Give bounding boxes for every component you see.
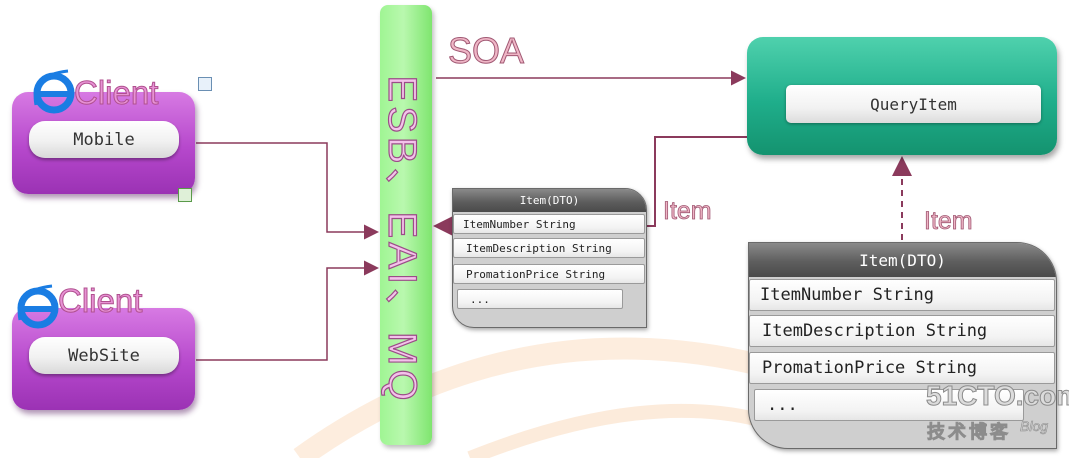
dto-large-row: ItemNumber String: [749, 279, 1055, 311]
dto-large-title: Item(DTO): [749, 243, 1056, 277]
dto-small-row: ...: [457, 289, 623, 309]
watermark-blog: Blog: [1020, 418, 1049, 435]
ie-icon: [33, 69, 75, 114]
client-label: Client: [57, 282, 143, 320]
esb-bus: [380, 5, 432, 445]
dto-large-row: PromationPrice String: [749, 352, 1055, 384]
dto-large-row: ItemDescription String: [749, 315, 1055, 347]
website-button[interactable]: WebSite: [29, 337, 179, 374]
ie-icon: [17, 284, 59, 329]
mobile-button[interactable]: Mobile: [29, 121, 179, 158]
query-item-button[interactable]: QueryItem: [786, 85, 1041, 123]
dto-small-row: ItemNumber String: [453, 214, 645, 234]
esb-bus-label: ESB、EAI、MQ: [379, 75, 424, 405]
note-icon-green: [178, 188, 192, 202]
dto-small-title: Item(DTO): [453, 189, 646, 212]
client-label: Client: [73, 74, 159, 112]
watermark-site: 51CTO.com: [925, 380, 1069, 412]
mobile-to-bus-connector: [196, 142, 379, 240]
dto-small: Item(DTO) ItemNumber String ItemDescript…: [452, 188, 647, 328]
dto-small-row: PromationPrice String: [453, 264, 645, 284]
dto-large: Item(DTO) ItemNumber String ItemDescript…: [748, 242, 1057, 449]
dto-small-row: ItemDescription String: [453, 238, 645, 258]
note-icon: [198, 77, 212, 91]
item-label-left: Item: [663, 197, 712, 226]
watermark-cn: 技术博客: [927, 422, 1011, 443]
dto-large-row: ...: [754, 389, 1024, 421]
item-label-right: Item: [924, 207, 973, 236]
website-to-bus-connector: [196, 260, 379, 361]
soa-label: SOA: [447, 30, 525, 72]
